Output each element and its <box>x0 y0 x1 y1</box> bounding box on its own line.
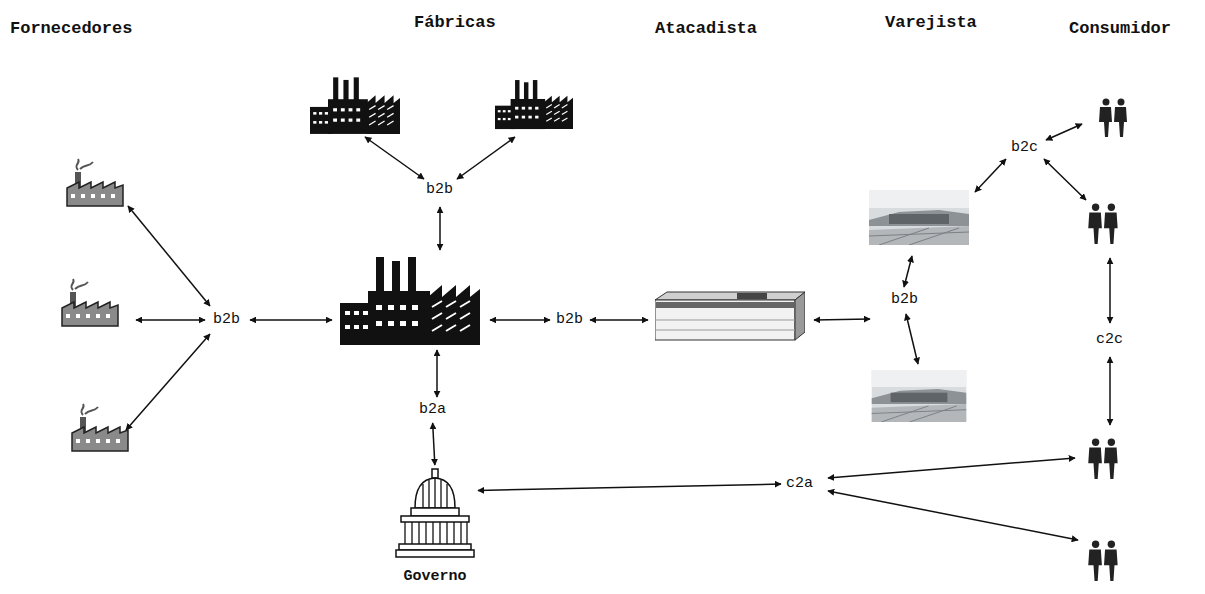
mode-label: c2a <box>784 474 815 494</box>
consumer-icon <box>1099 99 1127 138</box>
mode-label: b2a <box>417 400 448 420</box>
column-heading: Fornecedores <box>10 19 132 38</box>
mode-label: b2b <box>211 310 242 330</box>
government-node: Governo <box>395 468 475 558</box>
column-heading: Atacadista <box>655 19 757 38</box>
retailer-icon <box>869 190 969 245</box>
mode-label: b2b <box>889 290 920 310</box>
supplier-icon <box>62 279 118 326</box>
column-heading: Fábricas <box>414 13 496 32</box>
mode-node: c2a <box>784 474 815 494</box>
consumer-icon <box>1088 204 1117 244</box>
flow-connector <box>478 484 781 490</box>
supplier-icon <box>67 159 123 206</box>
column-heading: Varejista <box>885 13 977 32</box>
flow-arrows <box>126 124 1110 540</box>
icons <box>62 77 1127 581</box>
flow-connector <box>433 423 435 465</box>
mode-node: b2c <box>1009 138 1040 158</box>
factory-icon <box>340 257 480 345</box>
column-heading: Consumidor <box>1069 19 1171 38</box>
mode-node: b2a <box>417 400 448 420</box>
consumer-icon <box>1088 439 1117 479</box>
mode-label: b2b <box>554 310 585 330</box>
retailer-icon <box>872 370 967 422</box>
mode-label: b2b <box>424 180 455 200</box>
mode-node: b2b <box>889 290 920 310</box>
node-caption: Governo <box>403 568 466 585</box>
mode-label: c2c <box>1094 330 1125 350</box>
mode-node: b2b <box>211 310 242 330</box>
factory-icon <box>495 80 573 129</box>
mode-node: b2b <box>424 180 455 200</box>
mode-node: b2b <box>554 310 585 330</box>
government-icon <box>396 469 474 557</box>
consumer-icon <box>1088 541 1117 581</box>
mode-node: c2c <box>1094 330 1125 350</box>
factory-icon <box>310 77 400 134</box>
mode-label: b2c <box>1009 138 1040 158</box>
supplier-icon <box>72 404 128 451</box>
wholesaler-icon <box>655 292 805 340</box>
